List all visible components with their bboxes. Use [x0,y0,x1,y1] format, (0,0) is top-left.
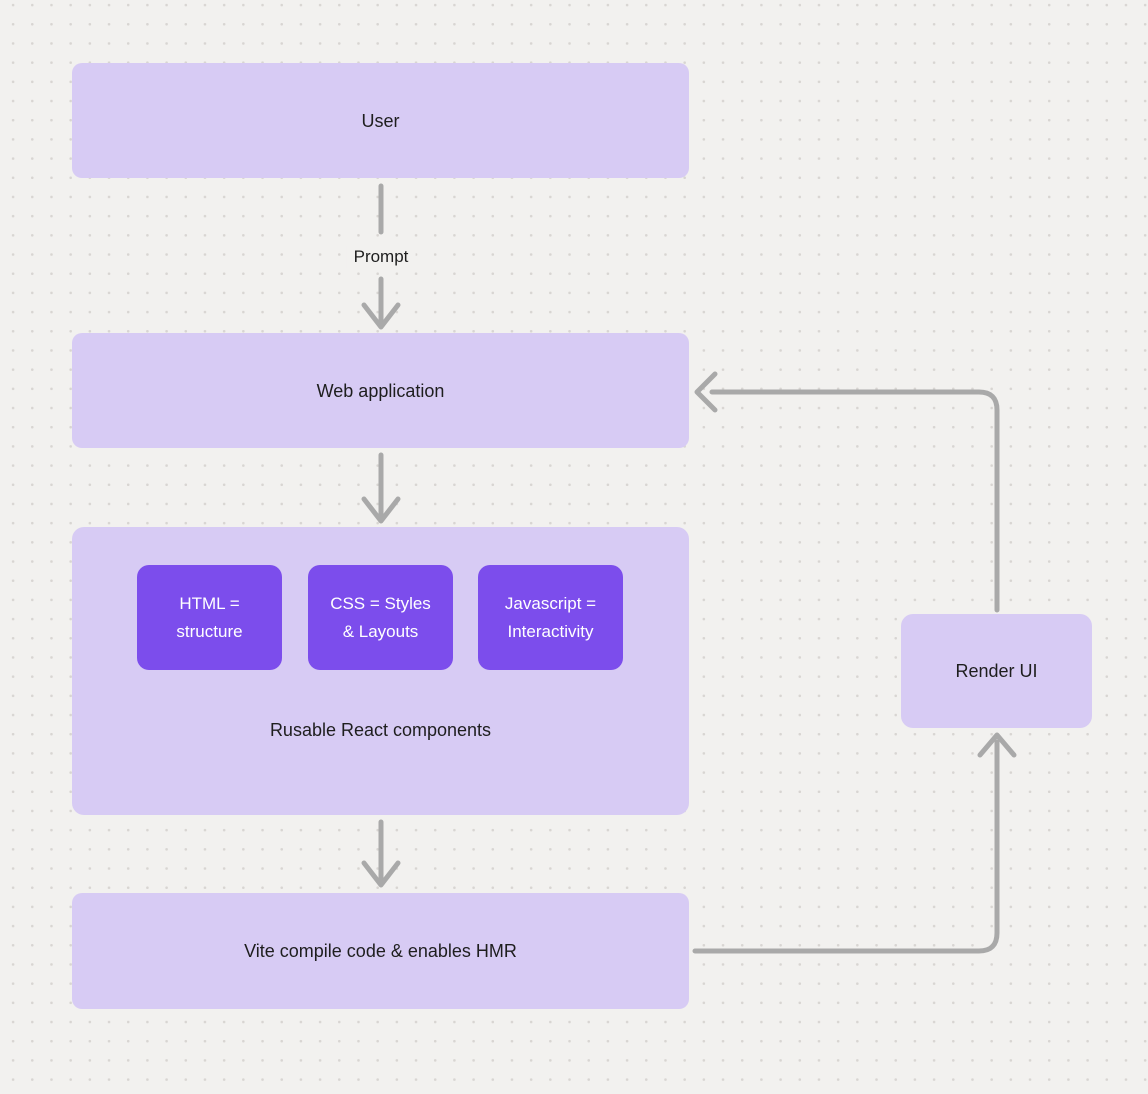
node-web-application[interactable]: Web application [72,333,689,448]
node-user-label: User [361,110,400,131]
edge-renderui-webapp-arrowhead-left-icon [694,371,718,413]
edge-renderui-webapp-path [709,389,1000,613]
chip-html-structure[interactable]: HTML = structure [137,565,282,670]
node-web-application-label: Web application [316,380,445,401]
chip-js-line1: Javascript = [504,593,597,613]
chip-css-line2: & Layouts [342,621,419,641]
edge-vite-renderui-path [692,739,1000,954]
edge-user-webapp-arrowhead-down-icon [361,302,401,330]
node-user[interactable]: User [72,63,689,178]
chip-html-line2: structure [176,621,243,641]
chip-html-line1: HTML = [179,593,240,613]
node-vite-compile[interactable]: Vite compile code & enables HMR [72,893,689,1009]
edge-webapp-components-arrowhead-down-icon [361,496,401,524]
react-components-caption: Rusable React components [269,720,492,740]
node-render-ui[interactable]: Render UI [901,614,1092,728]
node-vite-label: Vite compile code & enables HMR [244,941,517,961]
chip-css-styles[interactable]: CSS = Styles & Layouts [308,565,453,670]
edge-components-vite-arrowhead-down-icon [361,860,401,888]
edge-label-prompt: Prompt [346,246,416,268]
chip-javascript-interactivity[interactable]: Javascript = Interactivity [478,565,623,670]
chip-js-line2: Interactivity [507,621,594,641]
node-render-ui-label: Render UI [955,661,1038,681]
chip-css-line1: CSS = Styles [330,593,431,613]
node-react-components-container[interactable]: HTML = structure CSS = Styles & Layouts … [72,527,689,815]
edge-vite-renderui-arrowhead-up-icon [977,732,1017,758]
